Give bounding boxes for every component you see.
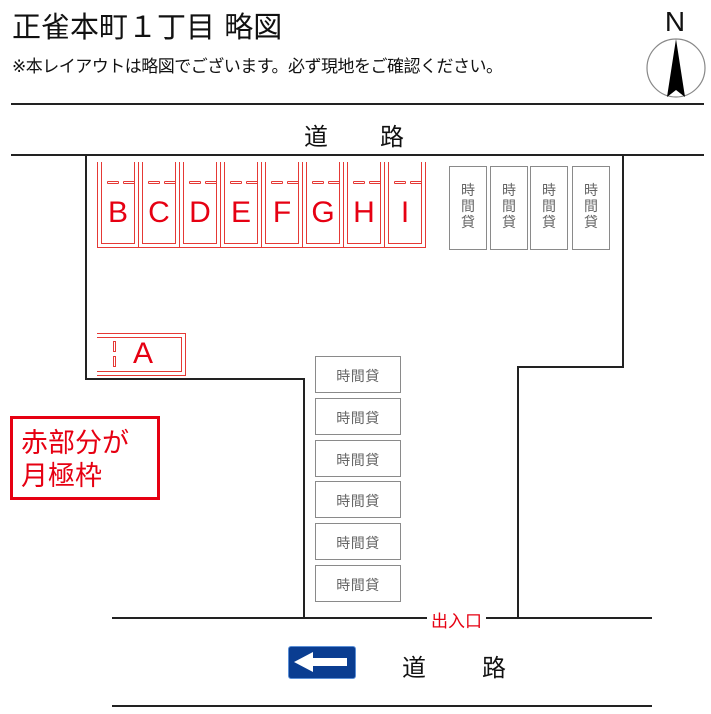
monthly-stall-row: B C D E F G H I [97,162,431,248]
hourly-stall-col-2[interactable]: 時間貸 [315,398,401,435]
page-title: 正雀本町１丁目 略図 [12,10,283,44]
hourly-stall-top-1[interactable]: 時間貸 [449,166,487,250]
disclaimer-text: ※本レイアウトは略図でございます。必ず現地をご確認ください。 [12,57,503,77]
left-arrow-icon [294,652,347,672]
monthly-stall-f[interactable]: F [261,162,303,248]
monthly-stall-d[interactable]: D [179,162,221,248]
header-divider [11,103,704,105]
bottom-road-edge-bottom [112,705,652,707]
lot-boundary-left [85,155,87,380]
monthly-legend-note: 赤部分が 月極枠 [10,416,160,500]
lot-boundary-inner-right [517,366,519,618]
north-label: N [664,6,686,37]
lot-boundary-right [622,155,624,368]
hourly-stall-col-4[interactable]: 時間貸 [315,481,401,518]
hourly-stall-col-3[interactable]: 時間貸 [315,440,401,477]
hourly-stall-col-6[interactable]: 時間貸 [315,565,401,602]
entrance-label: 出入口 [427,607,486,632]
hourly-stall-col-1[interactable]: 時間貸 [315,356,401,393]
hourly-stall-top-3[interactable]: 時間貸 [530,166,568,250]
hourly-stall-col-5[interactable]: 時間貸 [315,523,401,560]
compass: N [640,8,710,100]
hourly-stall-top-4[interactable]: 時間貸 [572,166,610,250]
lot-boundary-inner-left [303,378,305,618]
bottom-road-edge-top [112,617,652,619]
lot-boundary-bottom-right [517,366,624,368]
north-arrow-icon [646,38,706,98]
monthly-stall-a-label: A [133,337,154,370]
monthly-stall-e[interactable]: E [220,162,262,248]
top-road-label: 道路 [304,123,404,151]
bottom-road-label: 道路 [402,654,506,682]
monthly-stall-b[interactable]: B [97,162,139,248]
monthly-stall-g[interactable]: G [302,162,344,248]
top-road-edge [11,154,704,156]
one-way-sign [288,646,356,679]
lot-boundary-bottom-left [85,378,305,380]
monthly-stall-a[interactable]: A [97,333,186,376]
monthly-stall-h[interactable]: H [343,162,385,248]
monthly-stall-c[interactable]: C [138,162,180,248]
hourly-stall-top-2[interactable]: 時間貸 [490,166,528,250]
monthly-stall-i[interactable]: I [384,162,426,248]
